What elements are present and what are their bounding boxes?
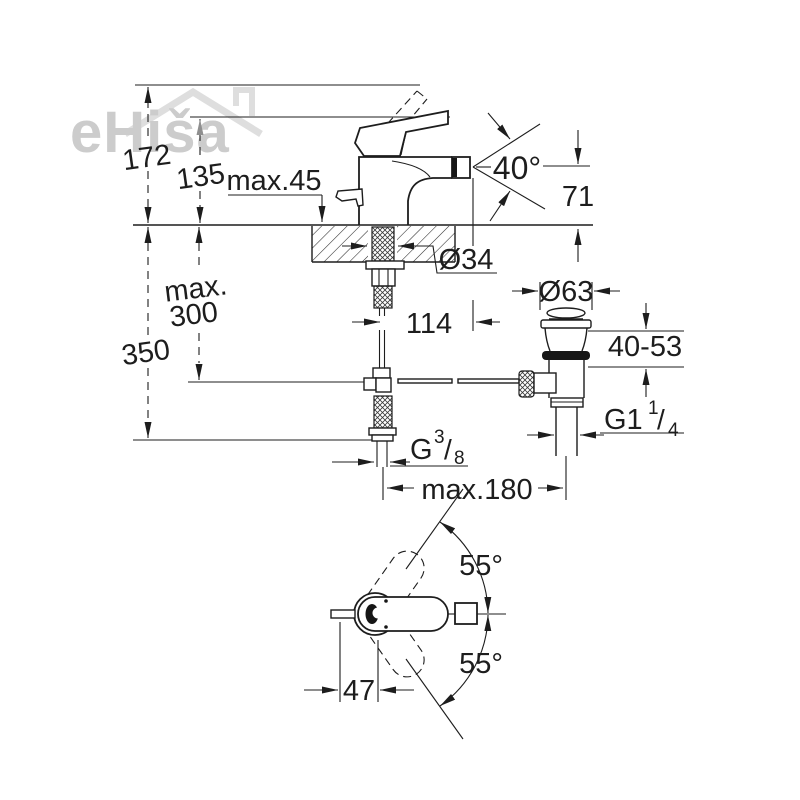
dimension-dia63: Ø63 [512,276,620,310]
hose-nut-top [368,427,397,436]
dim-supply-thread-label: G 3 / 8 [410,427,465,469]
dimension-350: 350 [120,227,172,438]
dim-hose-drop-label: 350 [120,334,172,372]
waste-knob-block [533,372,557,394]
dimension-47: 47 [304,622,414,707]
dimension-dia34: Ø34 [342,242,497,276]
dim-swivel-up-label: 55° [459,550,503,582]
dimension-g3-8: G 3 / 8 [332,427,468,469]
dimension-172: 172 [121,87,173,223]
faucet-top-view: 55° 55° [330,488,506,740]
dim-projection-label: 114 [406,308,452,340]
dimension-max300: max. 300 [163,227,229,380]
aerator-top [454,602,478,625]
rod-clamp [372,367,391,379]
dim-open-height-label: 172 [121,139,173,177]
dimension-71: 71 [562,130,594,262]
dim-handle-width-label: 47 [343,675,375,707]
dimension-g1-1-4: G1 1 / 4 [527,398,684,441]
watermark-chimney-icon [233,87,255,116]
popup-knob-top [330,609,356,619]
threaded-section [373,285,393,309]
faucet-body [358,156,452,225]
swivel-arc-up [439,521,492,614]
dim-swivel-down-label: 55° [459,648,503,680]
dim-waste-dia-label: Ø63 [539,276,594,308]
popup-waste-valve [518,307,592,500]
dim-deck-thickness-label: max.45 [226,165,321,197]
dim-closed-height-label: 135 [175,158,227,196]
mounting-shank [363,226,520,467]
dimension-135: 135 [175,119,227,223]
dim-spray-angle-label: 40° [493,150,541,186]
hose-nut-bottom [371,434,394,442]
dimension-40deg: 40° [472,112,590,222]
swivel-arc-down [439,614,492,707]
reference-lines [133,84,593,441]
waste-plug-top [546,307,586,319]
dimension-40-53: 40-53 [588,303,684,397]
dim-rod-max-label2: 300 [168,296,220,334]
horizontal-rod-right [457,378,520,384]
horizontal-rod-left [397,378,453,384]
dimension-max180: max.180 [382,467,563,506]
dim-waste-thread-label: G1 1 / 4 [604,398,679,441]
dim-hole-dia-label: Ø34 [439,244,494,276]
waste-knob [518,370,535,398]
dim-rod-max-label1: max. [163,269,229,308]
washer [365,260,405,270]
threaded-shank [371,226,395,262]
waste-flange [540,319,592,329]
popup-knob-side [335,188,364,207]
dim-spout-height-label: 71 [562,181,594,213]
dimension-max45: max.45 [226,165,326,222]
waste-gasket [542,351,590,360]
counter-slab [311,226,456,263]
spout-inner-curve [391,160,431,178]
dimension-114: 114 [352,178,500,340]
flex-hose [373,395,393,429]
dim-waste-range-label: 40-53 [608,331,682,363]
mounting-nut [371,268,396,287]
aerator-face [452,158,457,177]
lever-closed [354,109,449,157]
dim-reach-label: max.180 [421,474,532,506]
faucet-side-view [335,90,471,225]
